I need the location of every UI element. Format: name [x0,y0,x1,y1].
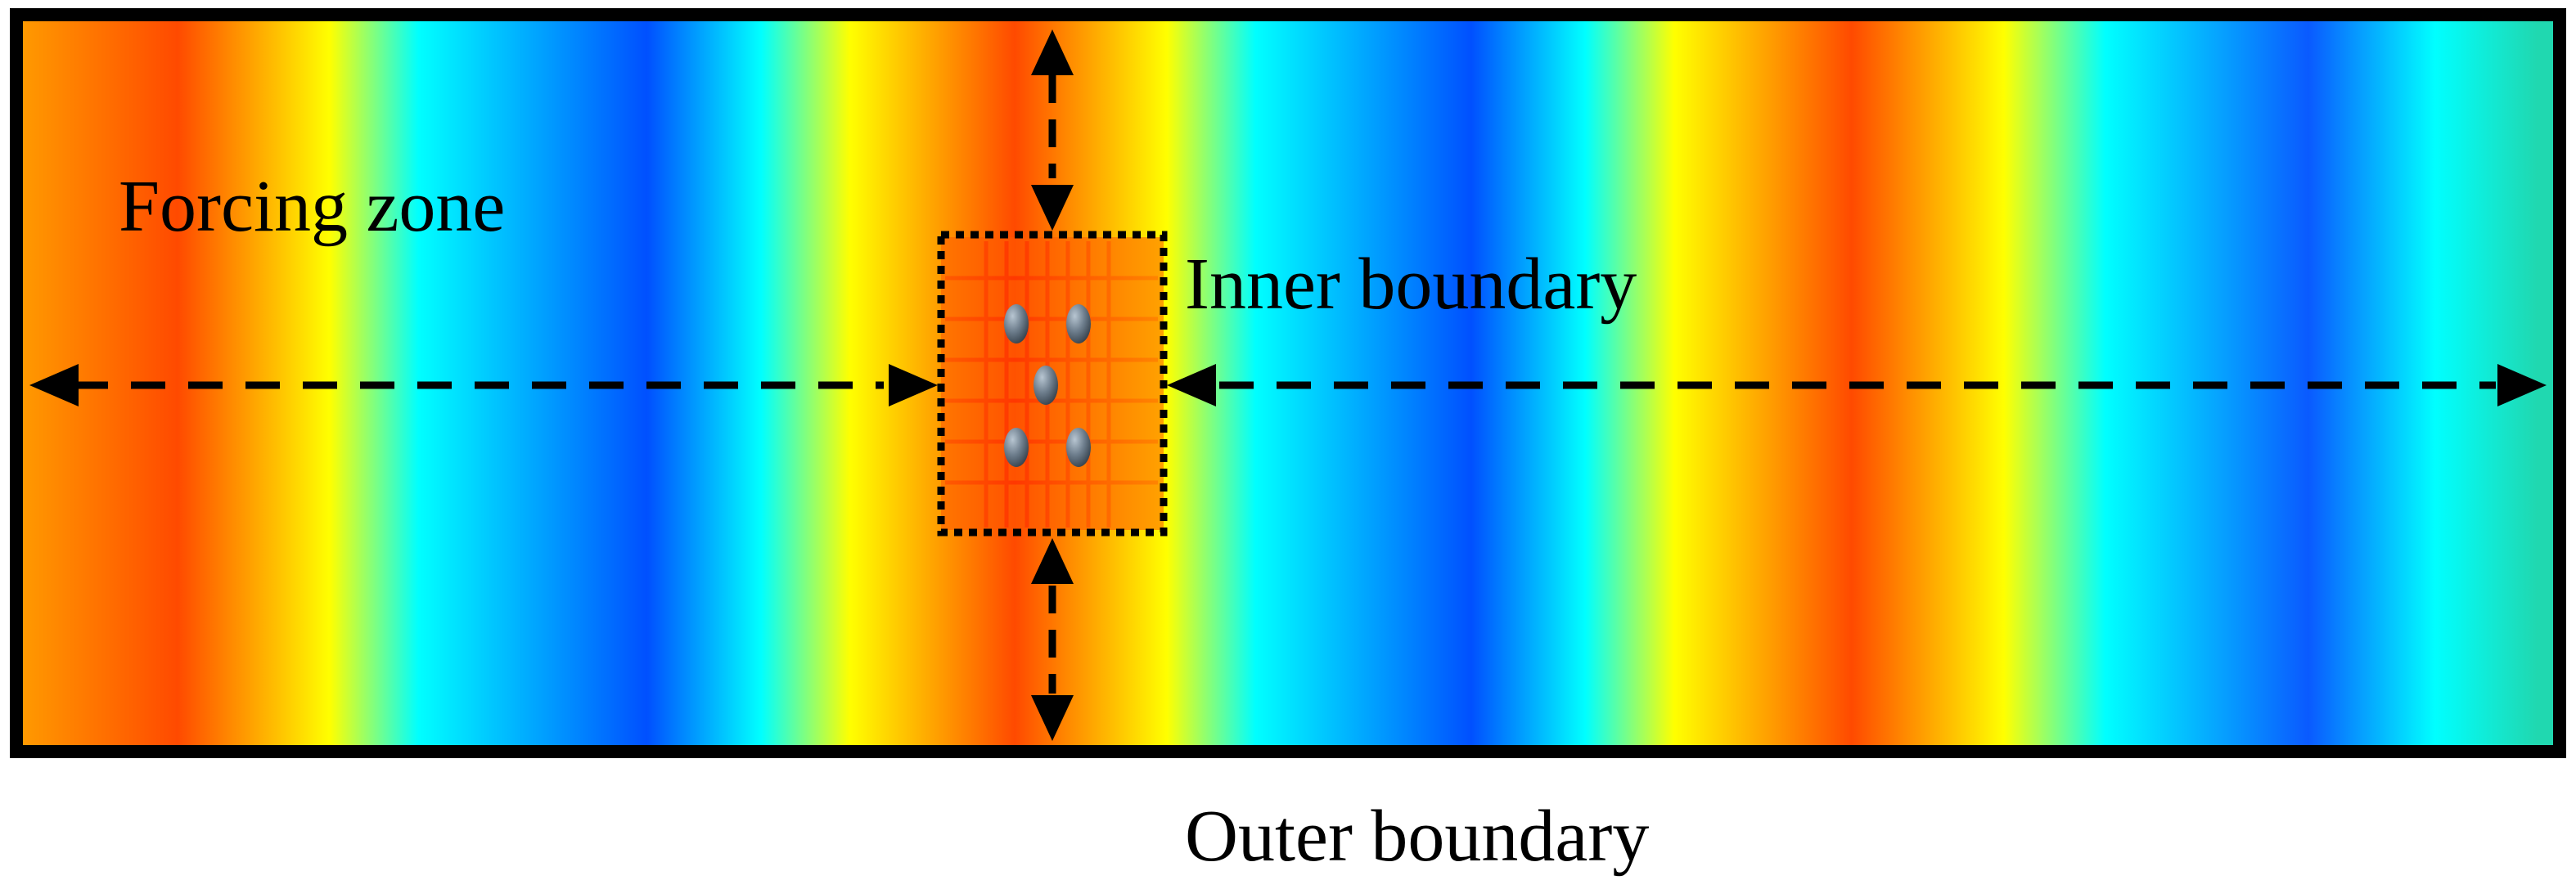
double-arrow-icon [29,364,2547,406]
cylinder-icon [1004,428,1029,467]
outer-boundary-frame [10,8,2566,758]
cylinder-icon [1066,304,1091,343]
outer-boundary-label: Outer boundary [1185,796,1650,877]
cylinder-icon [1004,304,1091,467]
inner-boundary-box [937,231,1168,537]
cylinder-icon [1004,304,1029,343]
forcing-zone-label: Forcing zone [119,166,506,247]
double-arrow-icon [1031,29,1074,741]
cylinder-icon [1034,366,1058,405]
inner-boundary-label: Inner boundary [1185,244,1637,325]
cylinder-icon [1066,428,1091,467]
